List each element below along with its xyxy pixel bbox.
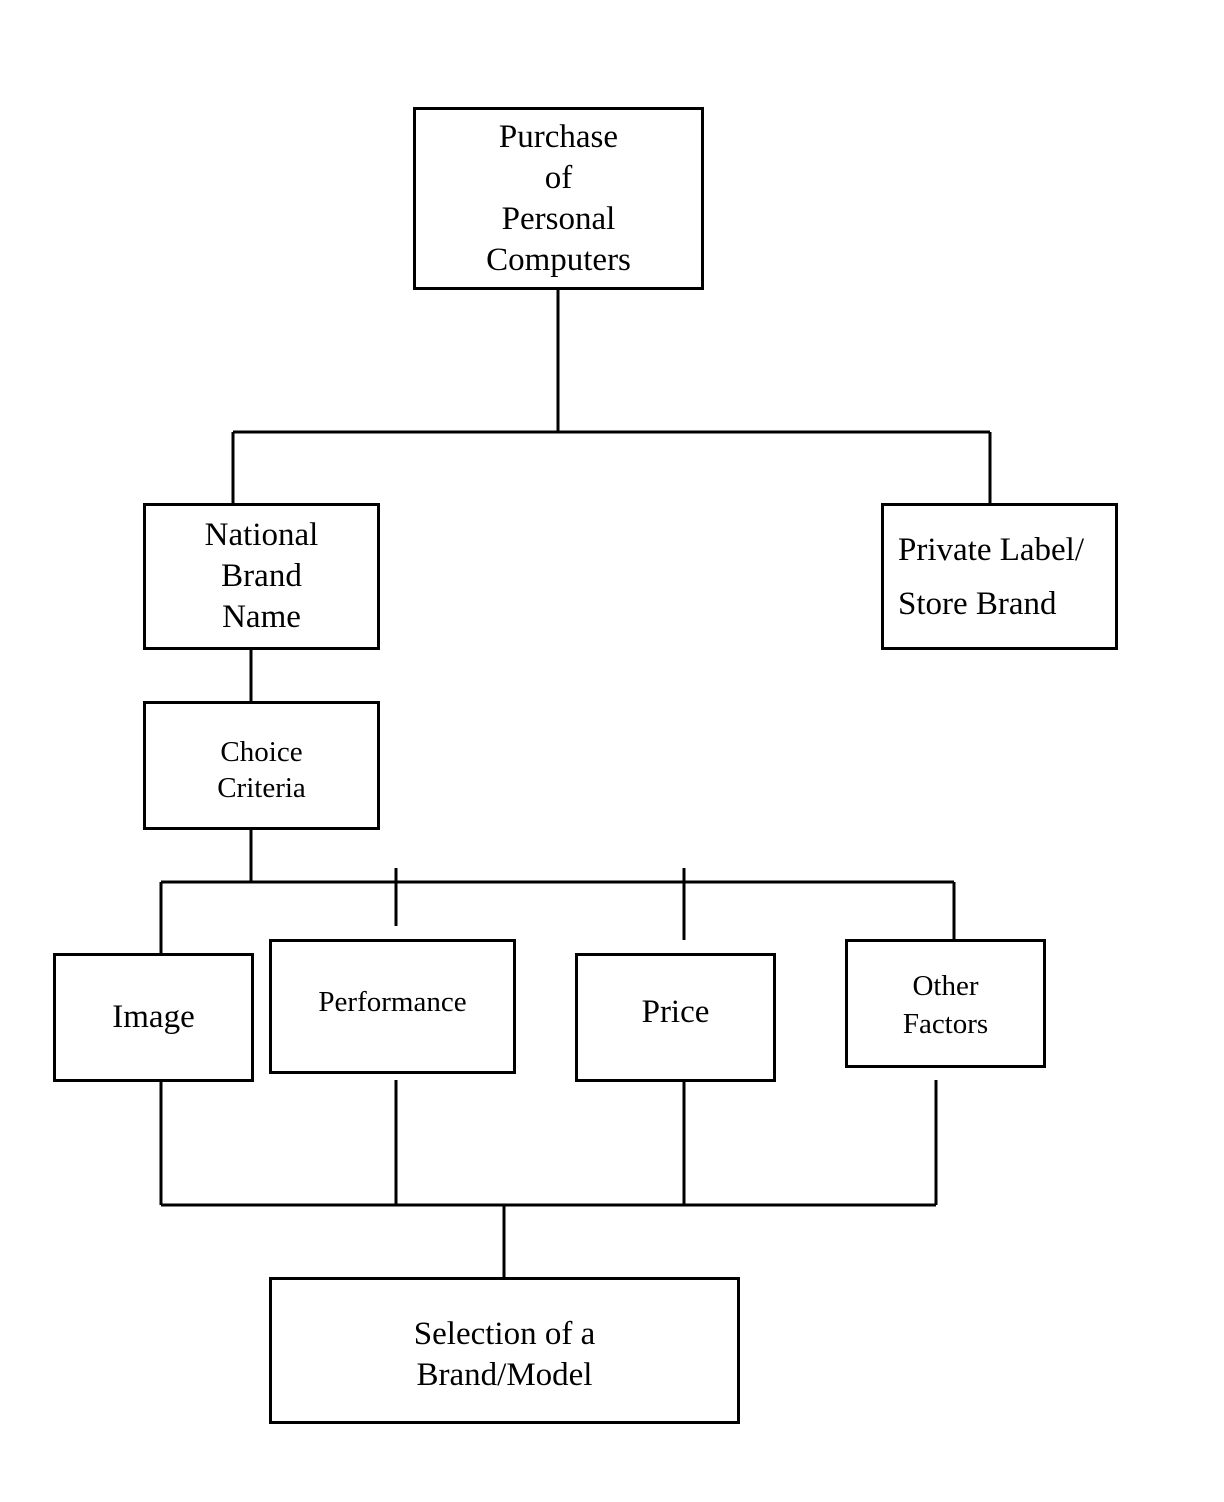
node-text: of	[544, 159, 573, 196]
node-purchase-of-personal-computers: Purchase of Personal Computers	[413, 107, 704, 290]
node-private-label-store-brand: Private Label/ Store Brand	[881, 503, 1118, 650]
node-national-brand-name: National Brand Name	[143, 503, 380, 650]
node-text: Purchase	[498, 118, 619, 155]
node-text: Brand	[221, 558, 302, 594]
node-text: Image	[112, 999, 195, 1035]
node-price: Price	[575, 953, 776, 1082]
node-text: Name	[222, 599, 301, 635]
node-text: Other	[912, 969, 979, 1002]
node-text: Selection of a	[413, 1315, 596, 1352]
node-selection-of-brand-model: Selection of a Brand/Model	[269, 1277, 740, 1424]
node-text: Performance	[318, 986, 467, 1018]
node-choice-criteria: Choice Criteria	[143, 701, 380, 830]
node-performance: Performance	[269, 939, 516, 1074]
node-text: Criteria	[217, 771, 306, 804]
node-text: Computers	[486, 241, 631, 278]
node-image: Image	[53, 953, 254, 1082]
node-text: Personal	[501, 200, 616, 237]
node-other-factors: Other Factors	[845, 939, 1046, 1068]
node-text: Factors	[902, 1007, 989, 1040]
node-text: Brand/Model	[416, 1356, 593, 1393]
node-text: National	[204, 517, 319, 553]
node-text: Price	[641, 994, 710, 1030]
node-text: Store Brand	[898, 585, 1057, 622]
node-text: Private Label/	[898, 531, 1085, 568]
node-text: Choice	[220, 735, 303, 768]
